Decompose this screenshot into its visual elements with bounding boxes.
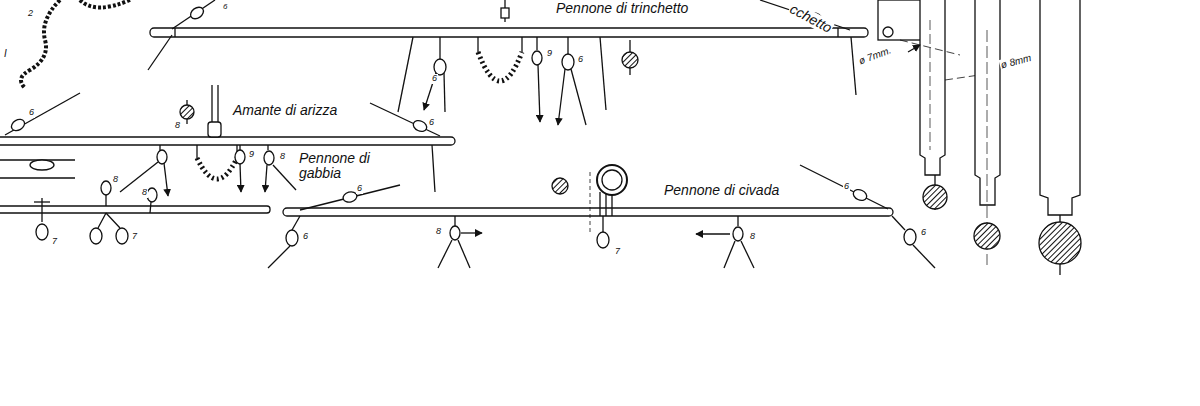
callout-number: 6 bbox=[222, 3, 228, 12]
part-name: Pennone di civada bbox=[663, 183, 780, 198]
callout-number: ø 8mm bbox=[999, 52, 1034, 71]
callout-number: 7 bbox=[51, 237, 58, 247]
callout-number: 8 bbox=[749, 232, 756, 242]
callout-number: 7 bbox=[131, 232, 138, 242]
callout-number: 6 bbox=[577, 55, 584, 65]
part-name: Pennone di trinchetto bbox=[555, 1, 689, 16]
callout-number: 6 bbox=[431, 74, 438, 84]
part-name: Pennone di gabbia bbox=[298, 151, 388, 182]
callout-number: 9 bbox=[546, 49, 553, 59]
callout-number: 7 bbox=[614, 247, 621, 257]
callout-number: 8 bbox=[112, 175, 119, 185]
callout-number: 6 bbox=[302, 232, 309, 242]
callout-number: 8 bbox=[141, 188, 148, 198]
callout-number: 8 bbox=[435, 227, 442, 237]
callout-number: 2 bbox=[27, 9, 34, 19]
callout-number: ø 7mm. bbox=[856, 44, 893, 67]
callout-number: 6 bbox=[843, 182, 850, 192]
callout-number: I bbox=[3, 48, 8, 59]
callout-number: 9 bbox=[248, 150, 255, 160]
callout-number: 8 bbox=[174, 121, 181, 131]
callout-number: 6 bbox=[28, 108, 35, 118]
callout-number: 6 bbox=[920, 228, 927, 238]
part-name: Amante di arizza bbox=[232, 103, 338, 118]
callout-number: 8 bbox=[279, 152, 286, 162]
yard-drawing bbox=[0, 0, 1081, 275]
callout-number: 6 bbox=[356, 184, 363, 194]
callout-number: 6 bbox=[428, 118, 435, 128]
